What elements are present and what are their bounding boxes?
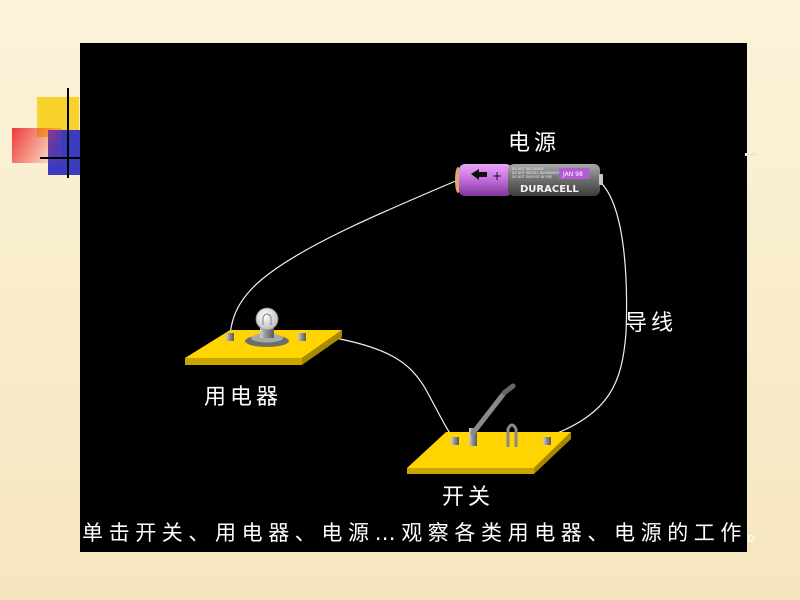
appliance-right-terminal [298,333,306,341]
bulb-filament [262,313,272,325]
wire-source-to-switch [549,179,628,437]
switch-label: 开关 [442,485,495,510]
switch-blade [470,389,508,436]
switch-board-top [407,432,571,468]
appliance-board-front [185,358,302,365]
battery-date-code: JAN 98 [562,171,583,178]
switch-handle [501,383,516,396]
switch-board-front [407,468,534,474]
side-marker [745,153,757,156]
appliance-label: 用电器 [204,385,283,410]
battery-fine-print-3: DO NOT DISPOSE IN FIRE [512,175,552,179]
switch-right-terminal [543,437,551,445]
slide-decoration [12,88,82,178]
bulb-icon [255,307,279,331]
battery-date-box [559,168,589,179]
wire-source-to-appliance [229,179,459,336]
battery-fine-print-1: DO NOT RECHARGE [512,167,544,171]
battery[interactable]: + DO NOT RECHARGE DO NOT INSTALL BACKWAR… [455,164,603,196]
power-source-label: 电源 [508,131,561,156]
battery-brand: DURACELL [520,184,579,195]
knife-switch[interactable] [407,383,571,474]
battery-fine-print-2: DO NOT INSTALL BACKWARDS [512,171,560,175]
wire-appliance-to-switch [329,336,457,442]
wire-label: 导线 [625,311,678,336]
switch-left-terminal [451,437,459,445]
switch-contact-clip [506,423,518,447]
appliance-left-terminal [226,333,234,341]
switch-pivot-post [469,428,477,446]
appliance-board-side [302,330,342,365]
battery-contact-tip [599,174,603,185]
instruction-text: 单击开关、用电器、电源…观察各类用电器、电源的工作。 [82,521,774,545]
appliance-bulb[interactable] [185,307,342,365]
battery-arrow-icon [471,169,487,180]
battery-plus-symbol: + [492,169,502,183]
circuit-diagram: + DO NOT RECHARGE DO NOT INSTALL BACKWAR… [185,164,628,474]
switch-board-side [534,432,571,474]
circuit-stage: + DO NOT RECHARGE DO NOT INSTALL BACKWAR… [80,43,768,552]
battery-purple-body [459,164,512,196]
